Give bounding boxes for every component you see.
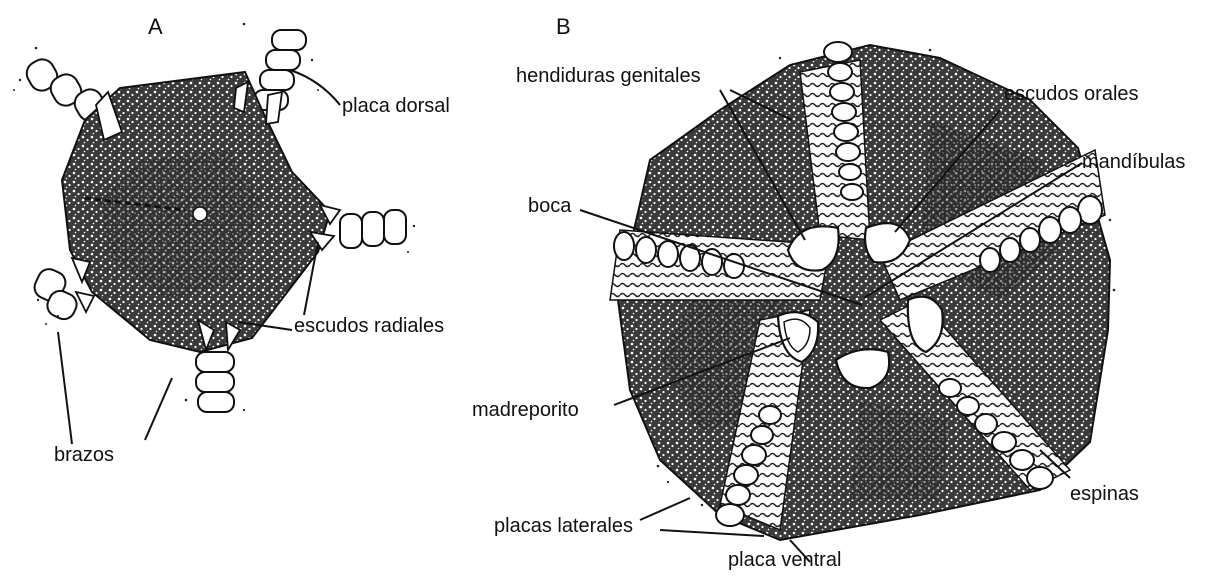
panel-label-a: A [148, 16, 163, 38]
panel-a-drawing [13, 23, 415, 444]
label-placas-laterales: placas laterales [494, 516, 633, 536]
label-madreporito: madreporito [472, 400, 579, 420]
arm-right [340, 210, 406, 248]
label-hendiduras-genitales: hendiduras genitales [516, 66, 701, 86]
label-boca: boca [528, 196, 571, 216]
label-placa-ventral: placa ventral [728, 550, 841, 570]
label-escudos-radiales: escudos radiales [294, 316, 444, 336]
panel-b-drawing [580, 42, 1115, 562]
label-brazos: brazos [54, 445, 114, 465]
label-escudos-orales: escudos orales [1004, 84, 1139, 104]
arm-left [31, 265, 80, 322]
arm-bottom [196, 352, 234, 412]
label-espinas: espinas [1070, 484, 1139, 504]
label-mandibulas: mandíbulas [1082, 152, 1185, 172]
label-placa-dorsal: placa dorsal [342, 96, 450, 116]
panel-label-b: B [556, 16, 571, 38]
